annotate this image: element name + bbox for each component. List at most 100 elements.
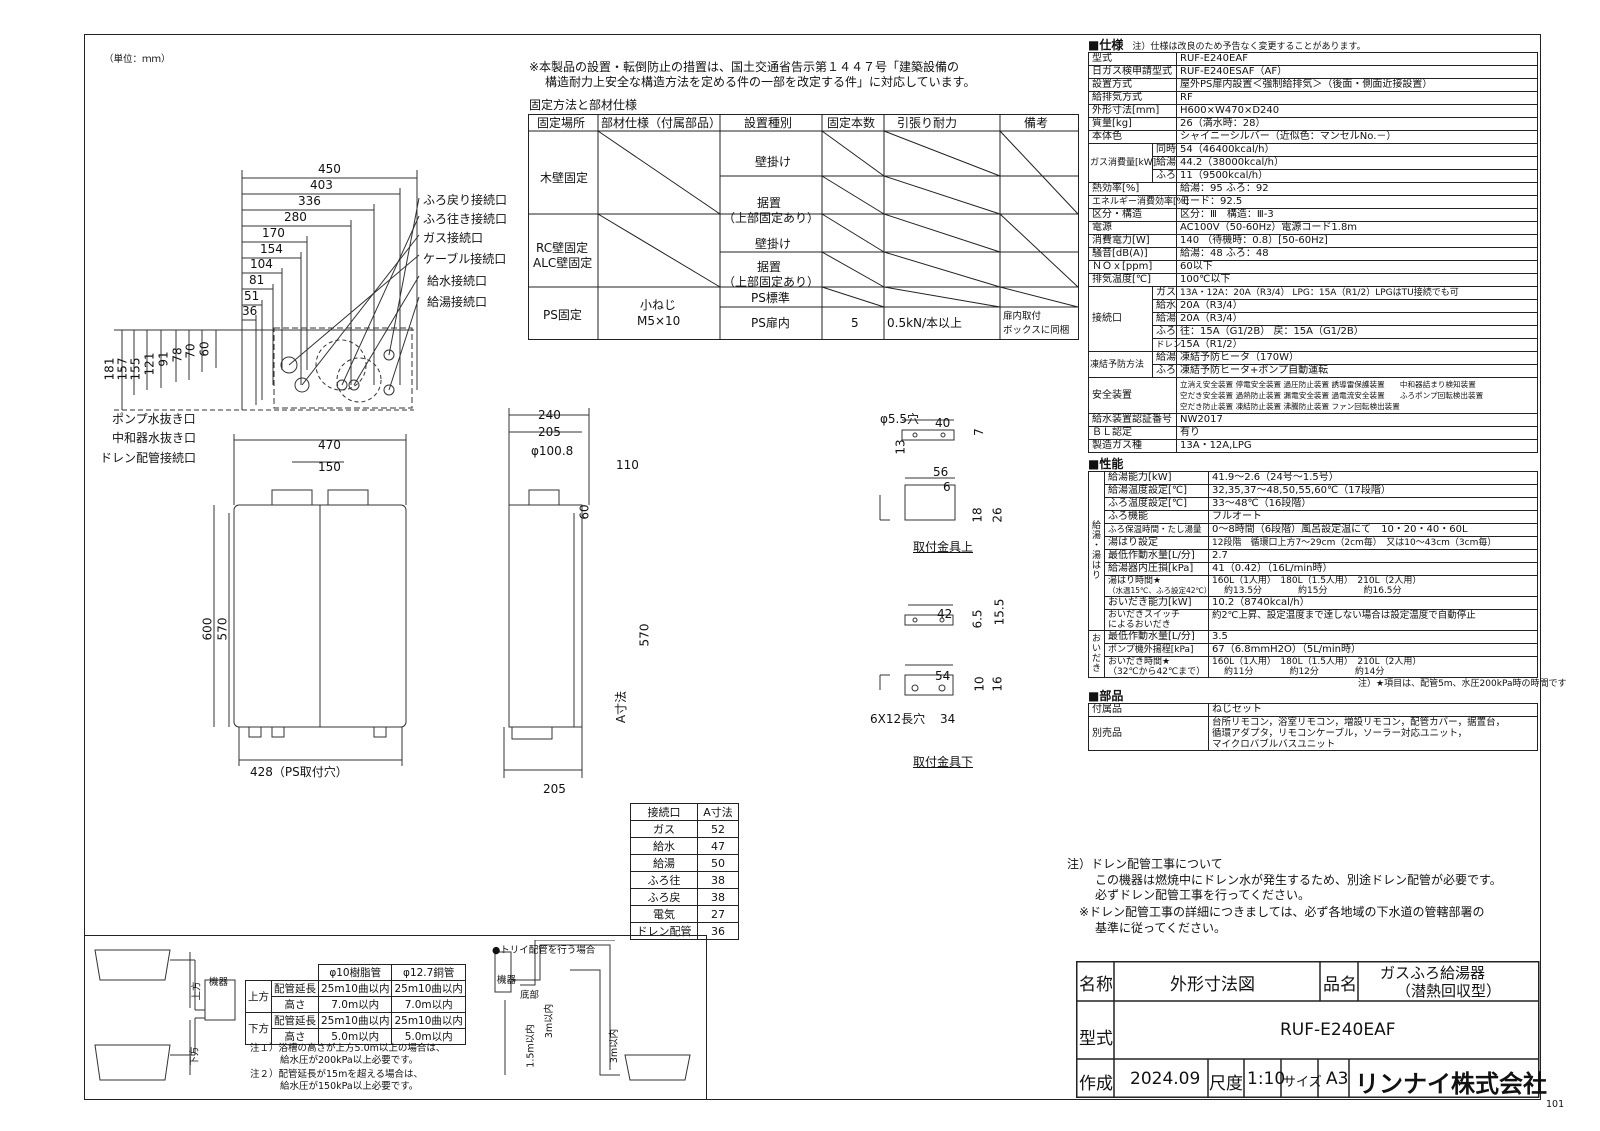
dim-154: 154 bbox=[260, 242, 283, 256]
spec-key: 排気温度[℃] bbox=[1088, 273, 1177, 287]
title-date: 2024.09 bbox=[1130, 1069, 1201, 1089]
drain-note-2: この機器は燃焼中にドレン水が発生するため、別途ドレン配管が必要です。 bbox=[1095, 873, 1502, 887]
spec-val: 140 （待機時：0.8）[50-60Hz] bbox=[1176, 234, 1538, 248]
spec-val: 有り bbox=[1176, 426, 1538, 440]
bracket-top-6: 6 bbox=[943, 480, 951, 494]
spec-key: 給水装置認証番号 bbox=[1088, 413, 1177, 427]
a-row-val: 52 bbox=[697, 820, 739, 838]
dim-121: 121 bbox=[142, 352, 157, 376]
title-size: A3 bbox=[1326, 1069, 1349, 1089]
pipe-note-4: 給水圧が150kPa以上必要です。 bbox=[280, 1081, 419, 1092]
drawing-frame bbox=[84, 34, 1541, 1100]
spec-safety-label: 安全装置 bbox=[1088, 377, 1177, 414]
bracket-drawings bbox=[879, 419, 956, 696]
dim-170: 170 bbox=[262, 226, 285, 240]
perf-key: ふろ温度設定[℃] bbox=[1104, 497, 1209, 511]
spec-subkey: ふろ bbox=[1152, 169, 1177, 183]
spec-key: 製造ガス種 bbox=[1088, 439, 1177, 453]
safety-line: 空だき安全装置 過熱防止装置 漏電安全装置 過電流安全装置 ふろポンプ回転検出装… bbox=[1180, 391, 1484, 400]
table-row: 給湯温度設定[℃]32,35,37～48,50,55,60℃（17段階） bbox=[1089, 484, 1538, 498]
spec-key: ＮＯｘ[ppm] bbox=[1088, 260, 1177, 274]
spec-subkey: 給湯 bbox=[1152, 156, 1177, 170]
dim-403: 403 bbox=[310, 178, 333, 192]
spec-key: 質量[kg] bbox=[1088, 117, 1177, 131]
bracket-bot-16: 16 bbox=[990, 676, 1005, 692]
spec-subkey: ガス bbox=[1152, 286, 1177, 300]
pipe-blank bbox=[272, 965, 319, 981]
fix-th-place: 固定場所 bbox=[537, 116, 586, 130]
spec-val: 100℃以下 bbox=[1176, 273, 1538, 287]
table-row: 最低作動水量[L/分]2.7 bbox=[1089, 549, 1538, 563]
pipe-up-len2: 25m10曲以内 bbox=[391, 980, 466, 997]
spec-subkey: ふろ bbox=[1152, 364, 1177, 378]
fix-table-title: 固定方法と部材仕様 bbox=[529, 98, 638, 112]
a-row-name: ふろ戻 bbox=[630, 888, 698, 906]
spec-val: 給湯：48 ふろ：48 bbox=[1176, 247, 1538, 261]
company-logo: リンナイ株式会社 bbox=[1355, 1070, 1547, 1098]
table-row: ふろ機能フルオート bbox=[1089, 510, 1538, 524]
drain-note-5: 基準に従ってください。 bbox=[1095, 921, 1227, 935]
reheat-time-vals-2: 約11分 約12分 約14分 bbox=[1224, 667, 1385, 677]
spec-subkey: 同時 bbox=[1152, 143, 1177, 157]
trap-d3: 3m以内 bbox=[609, 1028, 621, 1064]
label-neutralizer-drain: 中和器水抜き口 bbox=[112, 431, 197, 445]
bracket-bot-34: 34 bbox=[940, 712, 956, 726]
fix-wood-floor-2: （上部固定あり） bbox=[723, 211, 820, 225]
side-char: 湯 bbox=[1091, 551, 1101, 561]
spec-val: 11（9500kcal/h） bbox=[1176, 169, 1538, 183]
pipe-note-1: 注１）浴槽の高さが上方5.0m以上の場合は、 bbox=[250, 1043, 446, 1054]
side-char: り bbox=[1091, 571, 1101, 581]
fix-th-parts: 部材仕様（付属部品） bbox=[601, 116, 722, 130]
pipe-note-3: 注２）配管延長が15mを超える場合は、 bbox=[250, 1069, 424, 1080]
bracket-bot-65: 6.5 bbox=[970, 609, 985, 629]
a-row-name: 給水 bbox=[630, 837, 698, 855]
reheat-time-vals-1: 160L（1人用） 180L（1.5人用） 210L（2人用） bbox=[1212, 657, 1422, 667]
a-row-name: 電気 bbox=[630, 905, 698, 923]
spec-val: AC100V（50-60Hz）電源コード1.8m bbox=[1176, 221, 1538, 235]
bracket-top-40: 40 bbox=[935, 416, 951, 430]
pipe-height: 高さ bbox=[271, 1028, 319, 1045]
perf-key: ふろ保温時間・たし湯量 bbox=[1104, 523, 1209, 537]
spec-subkey: ふろ bbox=[1152, 325, 1177, 339]
pipe-dn-h1: 5.0m以内 bbox=[317, 1028, 393, 1045]
fix-rc-floor-1: 据置 bbox=[757, 260, 782, 274]
a-row-name: ガス bbox=[630, 820, 698, 838]
dim-91: 91 bbox=[156, 351, 171, 367]
table-row: 熱効率[%]給湯：95 ふろ：92 bbox=[1088, 182, 1538, 196]
side-205-bottom: 205 bbox=[543, 782, 566, 796]
bracket-top-label: 取付金具上 bbox=[913, 540, 974, 554]
fill-vals-2: 約13.5分 約15分 約16.5分 bbox=[1224, 586, 1402, 596]
a-row-val: 47 bbox=[697, 837, 739, 855]
table-row: 外形寸法[mm]H600×W470×D240 bbox=[1088, 104, 1538, 118]
fix-rc-floor-2: （上部固定あり） bbox=[723, 275, 820, 289]
fix-remark-2: ボックスに同梱 bbox=[1003, 325, 1070, 336]
spec-val: 54（46400kcal/h） bbox=[1176, 143, 1538, 157]
install-notice-1: ※本製品の設置・転倒防止の措置は、国土交通省告示第１４４７号「建築設備の bbox=[529, 60, 960, 74]
pipe-up: 上方 bbox=[245, 980, 272, 1013]
bracket-top-7: 7 bbox=[971, 428, 986, 436]
label-pump-drain: ポンプ水抜き口 bbox=[112, 412, 196, 426]
heater-drawing bbox=[114, 170, 590, 778]
dim-157: 157 bbox=[115, 357, 130, 381]
pipe-up-len1: 25m10曲以内 bbox=[317, 980, 393, 997]
side-char: お bbox=[1091, 634, 1101, 644]
bracket-top-hole: φ5.5穴 bbox=[880, 412, 920, 426]
title-name: 外形寸法図 bbox=[1170, 975, 1255, 995]
title-model: RUF-E240EAF bbox=[1280, 1020, 1396, 1040]
a-th-conn: 接続口 bbox=[630, 803, 698, 821]
dim-104: 104 bbox=[250, 257, 273, 271]
pipe-h1: φ10樹脂管 bbox=[317, 964, 393, 981]
perf-val: 41.9～2.6（24号～1.5号） bbox=[1208, 471, 1538, 485]
side-205: 205 bbox=[538, 425, 561, 439]
bracket-bot-54: 54 bbox=[935, 669, 951, 683]
spec-key: 消費電力[W] bbox=[1088, 234, 1177, 248]
label-water-in: 給水接続口 bbox=[427, 274, 488, 288]
dim-181: 181 bbox=[102, 357, 117, 381]
fix-rc-wall: 壁掛け bbox=[755, 237, 792, 251]
fix-alc: ALC壁固定 bbox=[533, 256, 593, 270]
spec-val: 15A（R1/2） bbox=[1176, 338, 1538, 352]
